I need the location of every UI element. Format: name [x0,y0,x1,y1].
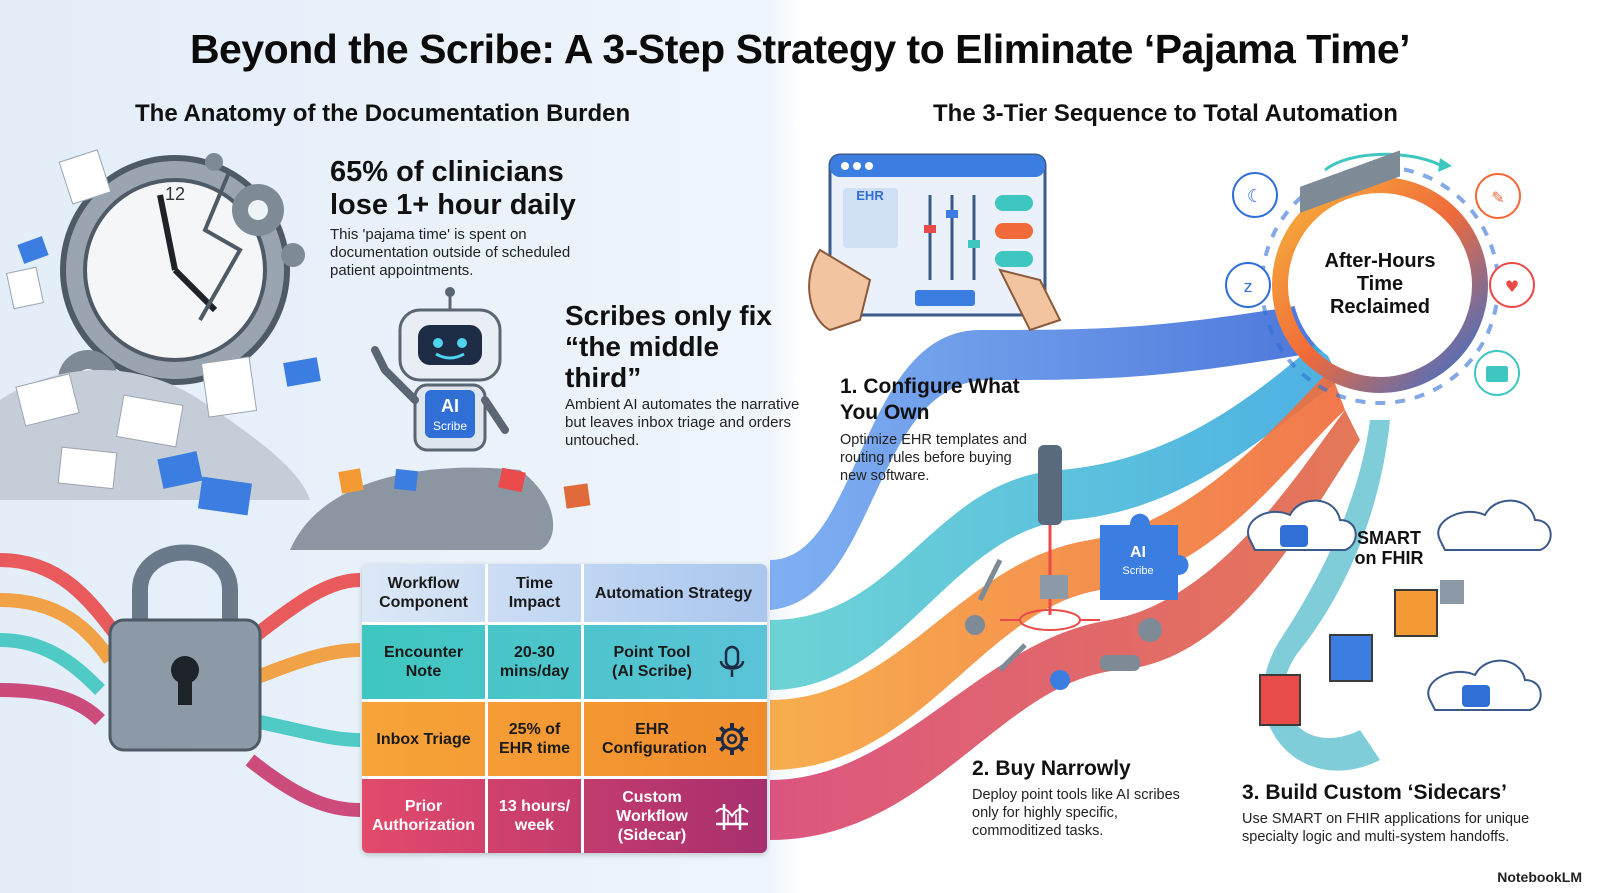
precision-tool-icon [965,445,1162,690]
table-row: Encounter Note 20-30 mins/day Point Tool… [362,625,767,702]
ring-orbit-icons: ☾ z ✎ ♥ [1225,172,1535,396]
gear-icon [716,723,748,755]
teal-return-ribbon [1263,420,1390,771]
table-header-row: Workflow Component Time Impact Automatio… [362,564,767,625]
blue-ribbon [770,300,1330,610]
step-2-body: Deploy point tools like AI scribes only … [972,787,1180,839]
table-header: Workflow Component [362,564,488,622]
scribe-detail: Ambient AI automates the narrative but l… [565,396,800,449]
table-cell: Custom Workflow (Sidecar) [584,779,767,853]
table-cell: 25% of EHR time [488,702,584,776]
table-cell: 13 hours/ week [488,779,584,853]
sidecar-pipeline [1247,150,1552,726]
step-3-body: Use SMART on FHIR applications for uniqu… [1242,811,1530,845]
magenta-ribbon [770,410,1360,840]
strategy-text: Custom Workflow (Sidecar) [616,788,688,844]
svg-text:☾: ☾ [1247,186,1263,207]
robot-label-scribe: Scribe [433,419,467,433]
page-title: Beyond the Scribe: A 3-Step Strategy to … [189,26,1411,72]
padlock-icon [108,544,262,752]
puzzle-label-ai: AI [1130,544,1146,561]
table-row: Prior Authorization 13 hours/ week Custo… [362,779,767,853]
scribe-headline: Scribes only fix “the middle third” [565,300,772,393]
smart-on-fhir-label: SMART on FHIR [1354,528,1424,568]
ring-label: After-Hours Time Reclaimed [1324,250,1436,318]
stat-detail: This 'pajama time' is spent on documenta… [330,226,571,279]
microphone-icon [719,645,745,677]
robot-icon [290,287,554,550]
table-cell: Point Tool (AI Scribe) [584,625,767,699]
svg-text:✎: ✎ [1491,188,1504,207]
ehr-label: EHR [856,188,884,203]
colored-files [338,467,591,509]
step-2-title: 2. Buy Narrowly [972,757,1131,780]
strategy-text: EHR Configuration [602,721,707,757]
brand-watermark: NotebookLM [1497,869,1582,885]
stat-headline: 65% of clinicians lose 1+ hour daily [330,156,576,221]
bridge-icon [715,804,749,830]
table-row: Inbox Triage 25% of EHR time EHR Configu… [362,702,767,779]
table-cell: Inbox Triage [362,702,488,776]
table-header: Time Impact [488,564,584,622]
table-cell: EHR Configuration [584,702,767,776]
step-3-title: 3. Build Custom ‘Sidecars’ [1242,781,1507,804]
broken-clock-icon: 12 [60,155,290,385]
table-cell: 20-30 mins/day [488,625,584,699]
left-section-heading: The Anatomy of the Documentation Burden [135,100,631,127]
robot-label-ai: AI [441,396,459,416]
table-cell: Prior Authorization [362,779,488,853]
ehr-window [808,153,1062,332]
lock-burst-lines [0,553,361,817]
orange-ribbon [770,370,1345,770]
table-cell: Encounter Note [362,625,488,699]
paper-pile [0,149,321,516]
svg-text:12: 12 [165,184,185,204]
right-section-heading: The 3-Tier Sequence to Total Automation [933,100,1398,127]
svg-text:♥: ♥ [1505,277,1519,296]
workflow-table: Workflow Component Time Impact Automatio… [362,564,767,853]
strategy-text: Point Tool (AI Scribe) [611,644,692,680]
puzzle-label-scribe: Scribe [1122,565,1153,577]
puzzle-piece-icon [1100,513,1189,600]
svg-text:z: z [1244,277,1252,296]
table-header: Automation Strategy [594,584,753,602]
step-1-title: 1. Configure What You Own [840,375,1020,424]
step-1-body: Optimize EHR templates and routing rules… [840,432,1027,484]
